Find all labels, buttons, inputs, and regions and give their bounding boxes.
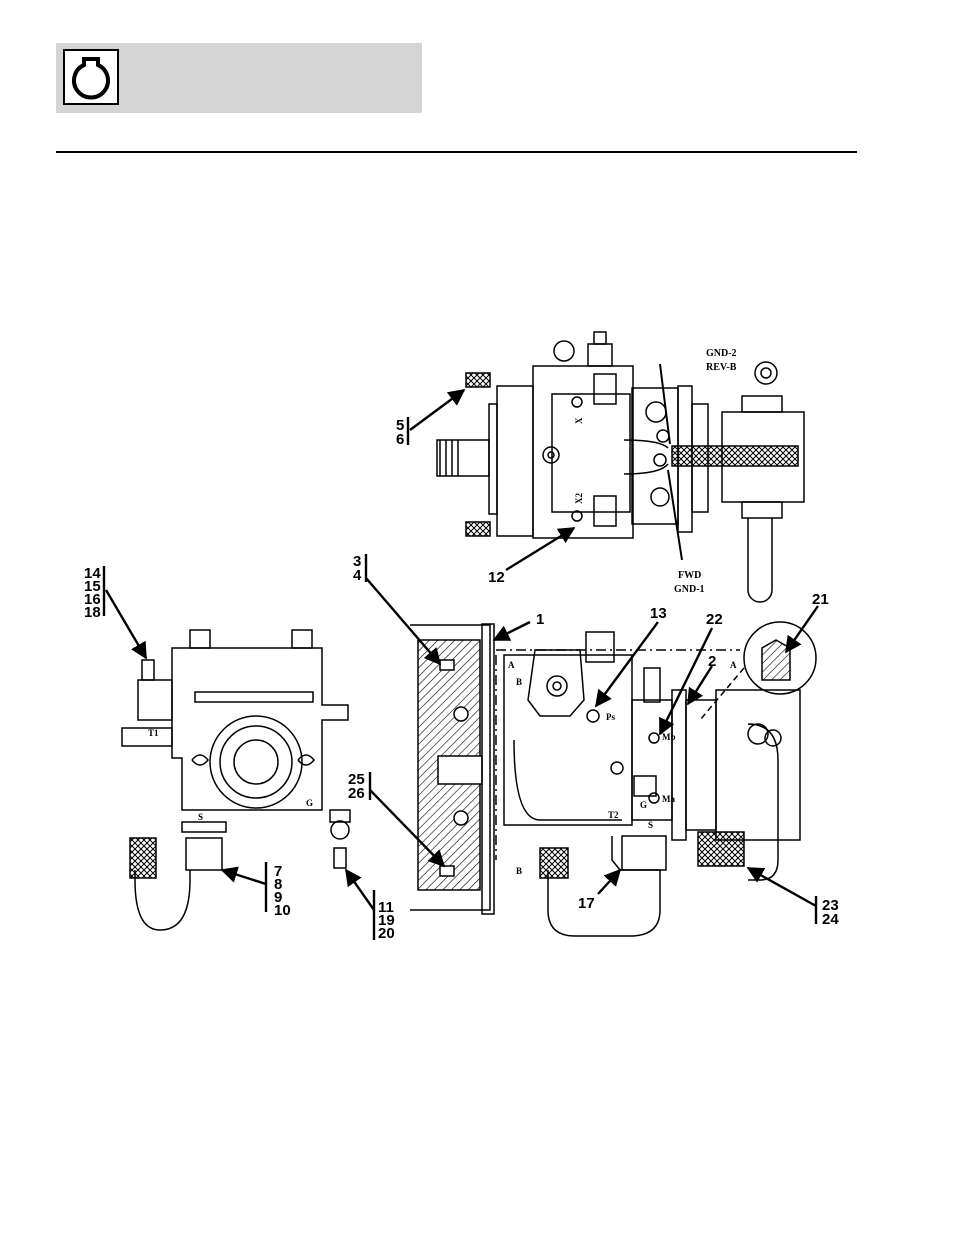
callout-22: 22: [706, 611, 723, 628]
section-mark-b-bottom: B: [516, 866, 522, 876]
callout-12: 12: [488, 569, 505, 586]
section-mark-a-top: A: [508, 660, 515, 670]
callout-24: 24: [822, 911, 839, 928]
port-ma: Ma: [662, 794, 675, 804]
port-s-side: S: [648, 820, 653, 830]
port-t1: T1: [148, 728, 159, 738]
port-mb: Mb: [662, 732, 676, 742]
label-x1: X: [574, 417, 584, 424]
callout-2: 2: [708, 653, 716, 670]
label-fwd: FWD: [678, 570, 701, 581]
callout-10: 10: [274, 902, 291, 919]
port-g-side: G: [640, 800, 647, 810]
callout-6: 6: [396, 431, 404, 448]
section-mark-b-top: B: [516, 677, 522, 687]
label-revb: REV-B: [706, 362, 737, 373]
callout-20: 20: [378, 925, 395, 942]
callout-4: 4: [353, 567, 362, 584]
top-view: [437, 332, 804, 602]
port-ps: Ps: [606, 712, 615, 722]
section-view: [410, 624, 494, 914]
callout-21: 21: [812, 591, 829, 608]
label-gnd2: GND-2: [706, 348, 737, 359]
port-s-front: S: [198, 812, 203, 822]
side-view: [496, 622, 816, 936]
label-gnd1: GND-1: [674, 584, 705, 595]
front-view: [122, 630, 350, 930]
port-g-front: G: [306, 798, 313, 808]
callout-1: 1: [536, 611, 544, 628]
section-mark-a-right: A: [730, 660, 737, 670]
callout-18: 18: [84, 604, 101, 621]
port-t2: T2: [608, 810, 619, 820]
callout-26: 26: [348, 785, 365, 802]
callout-17: 17: [578, 895, 595, 912]
label-x2: X2: [574, 493, 584, 504]
callout-13: 13: [650, 605, 667, 622]
